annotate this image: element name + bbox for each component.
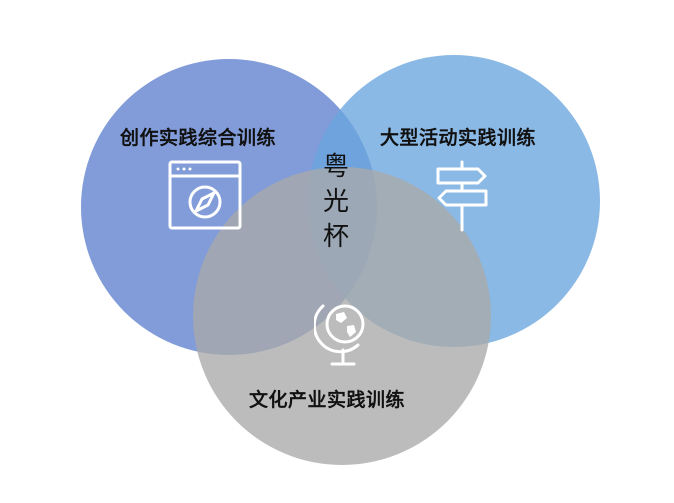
center-title: 粤光杯 bbox=[318, 150, 354, 255]
center-title-char: 光 bbox=[322, 187, 349, 217]
label-cultural-industry-practice: 文化产业实践训练 bbox=[249, 389, 406, 411]
globe-icon bbox=[314, 296, 372, 372]
center-title-char: 粤 bbox=[322, 152, 349, 182]
browser-compass-icon bbox=[167, 159, 243, 231]
signpost-icon bbox=[434, 160, 494, 232]
label-large-event-practice: 大型活动实践训练 bbox=[380, 127, 537, 149]
label-creative-practice: 创作实践综合训练 bbox=[120, 127, 277, 149]
center-title-char: 杯 bbox=[322, 222, 349, 252]
